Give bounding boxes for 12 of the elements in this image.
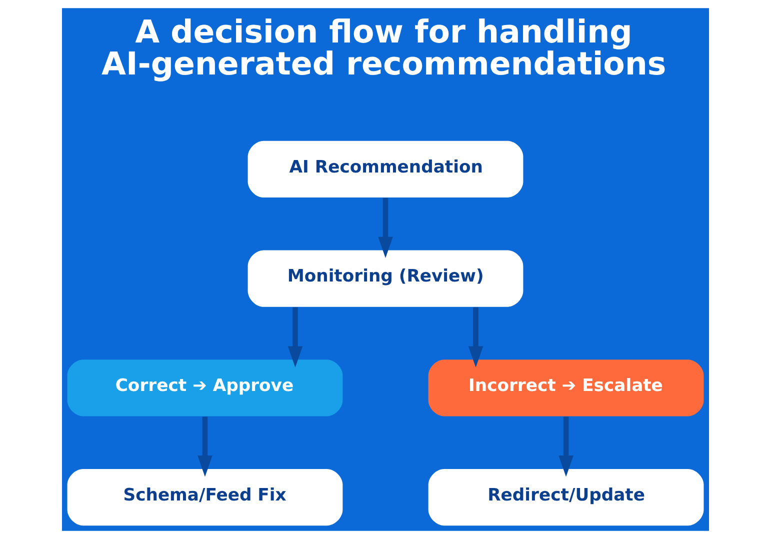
diagram-title: A decision flow for handling AI-generated recommendations xyxy=(101,14,666,82)
node-box: Correct ➔ Approve xyxy=(66,360,342,416)
arrow xyxy=(197,416,212,477)
arrow xyxy=(468,307,483,368)
arrow xyxy=(378,198,392,258)
arrow xyxy=(287,307,302,368)
node-box: Incorrect ➔ Escalate xyxy=(428,360,704,416)
arrow xyxy=(558,416,573,477)
node-box: AI Recommendation xyxy=(247,140,523,198)
node-box: Redirect/Update xyxy=(428,468,704,526)
node-box: Schema/Feed Fix xyxy=(66,468,342,526)
node-box: Monitoring (Review) xyxy=(247,250,523,307)
